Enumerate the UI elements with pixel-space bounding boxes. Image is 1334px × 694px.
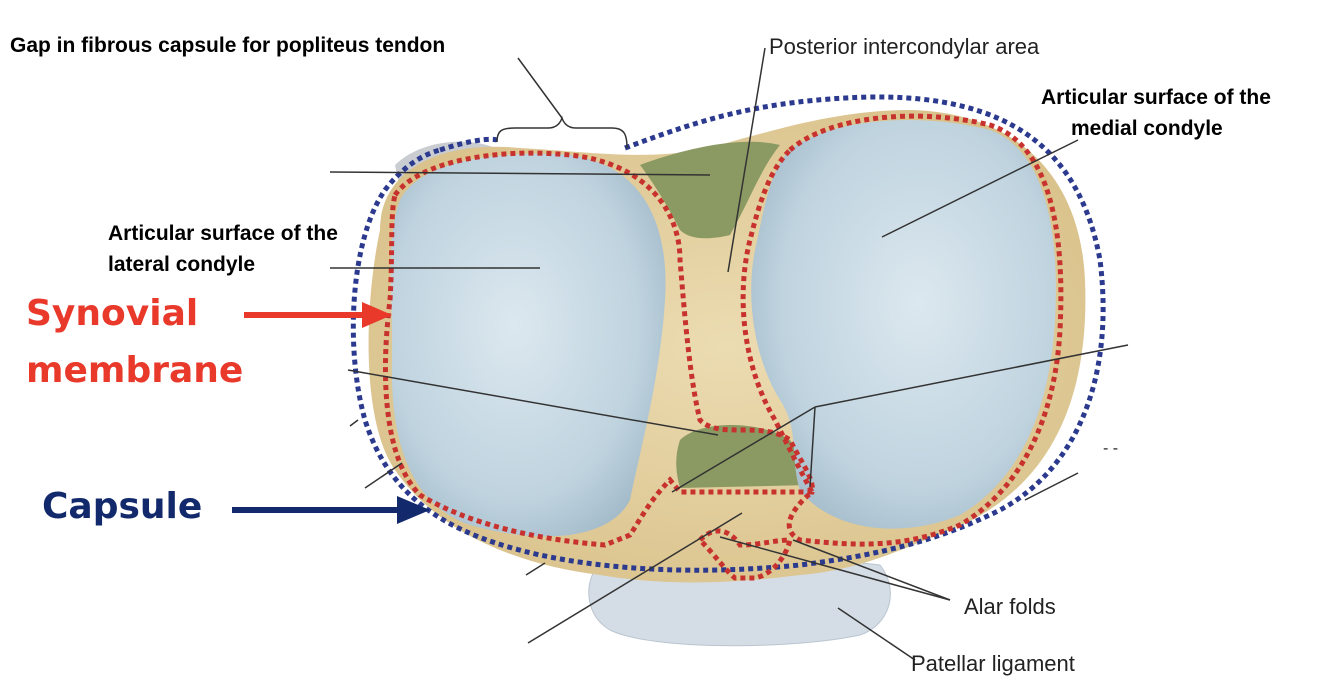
capsule-outline-segment — [439, 136, 498, 153]
medial-condyle-label-line2: medial condyle — [1071, 117, 1223, 140]
alar-upper-leader-b — [809, 406, 816, 488]
synovial-outline-anterior — [696, 528, 794, 581]
ligament-leader — [347, 369, 719, 436]
lateral-condyle-label-line1: Articular surface of the — [108, 222, 338, 245]
capsule-arrow — [232, 496, 430, 524]
capsule-outline — [350, 94, 1106, 573]
synovial-label-line1: Synovial — [26, 293, 199, 334]
patellar-leader — [837, 607, 916, 661]
lateral-articular-surface — [390, 153, 666, 537]
gap-label: Gap in fibrous capsule for popliteus ten… — [10, 34, 446, 57]
posterior-horizontal-leader — [329, 171, 711, 176]
gap-leader — [517, 57, 563, 119]
synovial-outline-lateral — [382, 150, 815, 548]
alar-folds-label: Alar folds — [964, 594, 1056, 619]
lateral-meniscus-leader — [364, 462, 403, 489]
patellar-ligament-label: Patellar ligament — [911, 651, 1075, 676]
lower-left-tick — [525, 562, 546, 576]
medial-leader — [881, 139, 1079, 238]
gap-bracket — [496, 115, 628, 149]
alar-upper-leader-a — [814, 344, 1129, 408]
synovial-outline-medial — [740, 113, 1064, 547]
dash-label: - - — [1103, 440, 1119, 457]
synovial-arrow — [244, 302, 392, 328]
lateral-side-tick — [349, 419, 359, 427]
alar-leader-b — [719, 536, 951, 601]
alar-leader-a — [792, 539, 951, 601]
medial-condyle-label-line1: Articular surface of the — [1041, 86, 1271, 109]
alar-upper-leader-c — [671, 406, 816, 493]
lateral-condyle-label-line2: lateral condyle — [108, 253, 256, 276]
synovial-label-line2: membrane — [26, 350, 244, 391]
leader-lines — [329, 47, 1129, 661]
medial-articular-surface — [751, 119, 1056, 529]
posterior-leader — [727, 47, 766, 273]
medial-side-leader — [1024, 472, 1079, 501]
anterior-intercondylar-shape — [676, 425, 810, 488]
capsule-label: Capsule — [42, 486, 203, 527]
posterior-intercondylar-label: Posterior intercondylar area — [769, 34, 1040, 59]
anterior-leader — [527, 512, 743, 644]
